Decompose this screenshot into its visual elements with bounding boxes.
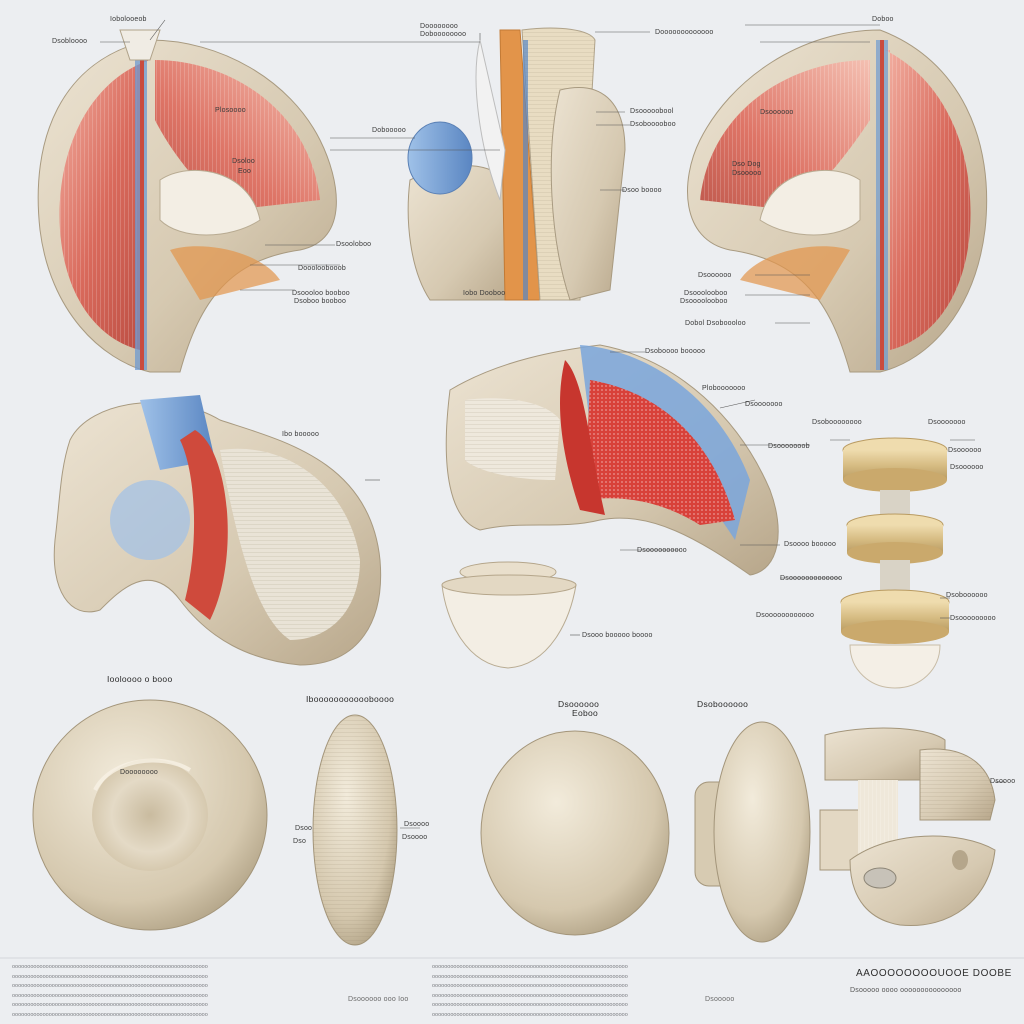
label-top-center-4: Dsoo boooo — [622, 187, 662, 194]
bone-knob — [694, 721, 811, 943]
label-top-right-3: Dsooooo — [732, 170, 762, 177]
bone-disc-profile — [312, 714, 398, 946]
label-top-left-4: Eoo — [238, 168, 252, 175]
label-top-left-1: Dsobloooo — [52, 38, 88, 45]
label-top-right-7: Dobol Dsoboooloo — [685, 320, 746, 327]
label-top-right-4: Dsoooooo — [698, 272, 732, 279]
label-middle-right-5: Dsooooooooo — [950, 615, 996, 622]
leader-lines — [100, 19, 1005, 829]
label-bottom-disc-2: Dso — [293, 838, 307, 845]
shoulder-section-left — [37, 29, 337, 373]
footer-caption-left: Dsoooooo ooo Ioo — [348, 996, 409, 1003]
label-middle-center-3: Dsooooooo — [745, 401, 783, 408]
label-top-left-2: Plosoooo — [215, 107, 246, 114]
label-top-right-1: Dsoooooo — [760, 109, 794, 116]
label-top-center-2: Dsooooobool — [630, 108, 674, 115]
label-middle-center-8: Dsoooooooooooo — [756, 612, 815, 619]
label-bottom-joint: Dsoooo — [990, 778, 1016, 785]
bone-head-cup — [32, 699, 268, 931]
footer-text-center: oooooooooooooooooooooooooooooooooooooooo… — [432, 964, 628, 1018]
label-middle-center-6: Dsoooo booooo — [784, 541, 837, 548]
footer-subtitle: Dsooooo oooo ooooooooooooooo — [850, 987, 962, 994]
label-top-left-7: Dsoooloo booboo — [292, 290, 350, 297]
label-middle-left-1: Ibo booooo — [282, 431, 320, 438]
cartilage-cap-small — [441, 561, 577, 669]
label-middle-center-4: Dsoboooooooo — [812, 419, 862, 426]
label-top-left-8: Dsoboo booboo — [294, 298, 347, 305]
label-middle-right-3: Dsoooooo — [950, 464, 984, 471]
label-top-center-top2: Doboooooooo — [420, 31, 467, 38]
heading-bottom-3: Dsoooooo — [558, 699, 600, 709]
label-top-right-5: Dsooolooboo — [684, 290, 728, 297]
label-top-left-3: Dsoloo — [232, 158, 255, 165]
label-bottom-disc-1: Dsoo — [295, 825, 313, 832]
footer-caption-right: Dsooooo — [705, 996, 735, 1003]
label-top-center-3: Dsobooooboo — [630, 121, 676, 128]
label-top-right-2: Dso Dog — [732, 161, 761, 168]
label-middle-center-10: Dsoooooooooo — [637, 547, 687, 554]
heading-bottom-1: Iooloooo o booo — [107, 674, 173, 684]
label-top-left-5: Dsooloboo — [336, 241, 372, 248]
footer-text-left: oooooooooooooooooooooooooooooooooooooooo… — [12, 964, 208, 1018]
label-top-center-1: Dobooooo — [372, 127, 406, 134]
label-bottom-cup: Doooooooo — [120, 769, 158, 776]
label-middle-center-7: Dsooooooooooooo — [780, 575, 843, 582]
cartilage-section-center — [445, 344, 779, 576]
label-middle-right-1: Dsooooooo — [928, 419, 966, 426]
heading-bottom-2: Iboooooooooooboooo — [306, 694, 395, 704]
shoulder-section-right — [687, 29, 988, 373]
joint-section-center — [407, 27, 626, 301]
label-top-right-top1: Dooooooooooooo — [655, 29, 714, 36]
capsule-section-left — [53, 395, 382, 666]
label-top-center-5: Iobo Dooboo — [463, 290, 506, 297]
label-middle-center-5: Dsooooooob — [768, 443, 810, 450]
footer-title: AAOOOOOOOOUOOE DOOBE — [856, 968, 1012, 979]
label-bottom-disc-3: Dsoooo — [404, 821, 430, 828]
bone-sphere — [480, 730, 670, 936]
label-top-right-6: Dsoooolooboo — [680, 298, 728, 305]
label-top-left-corner: Iobolooeob — [110, 16, 147, 23]
label-top-left-6: Doooloobooob — [298, 265, 346, 272]
heading-bottom-4: Dsoboooooo — [697, 699, 749, 709]
label-top-right-corner: Doboo — [872, 16, 894, 23]
label-middle-right-2: Dsoooooo — [948, 447, 982, 454]
bone-joint-model — [819, 727, 996, 927]
label-bottom-disc-4: Dsoooo — [402, 834, 428, 841]
label-middle-right-4: Dsoboooooo — [946, 592, 988, 599]
label-top-center-top1: Doooooooo — [420, 23, 458, 30]
heading-bottom-3b: Eoboo — [572, 708, 599, 718]
label-middle-center-2: Plobooooooo — [702, 385, 746, 392]
intervertebral-disc-stack — [840, 437, 950, 689]
label-middle-center-9: Dsooo booooo boooo — [582, 632, 653, 639]
label-middle-center-1: Dsoboooo booooo — [645, 348, 706, 355]
